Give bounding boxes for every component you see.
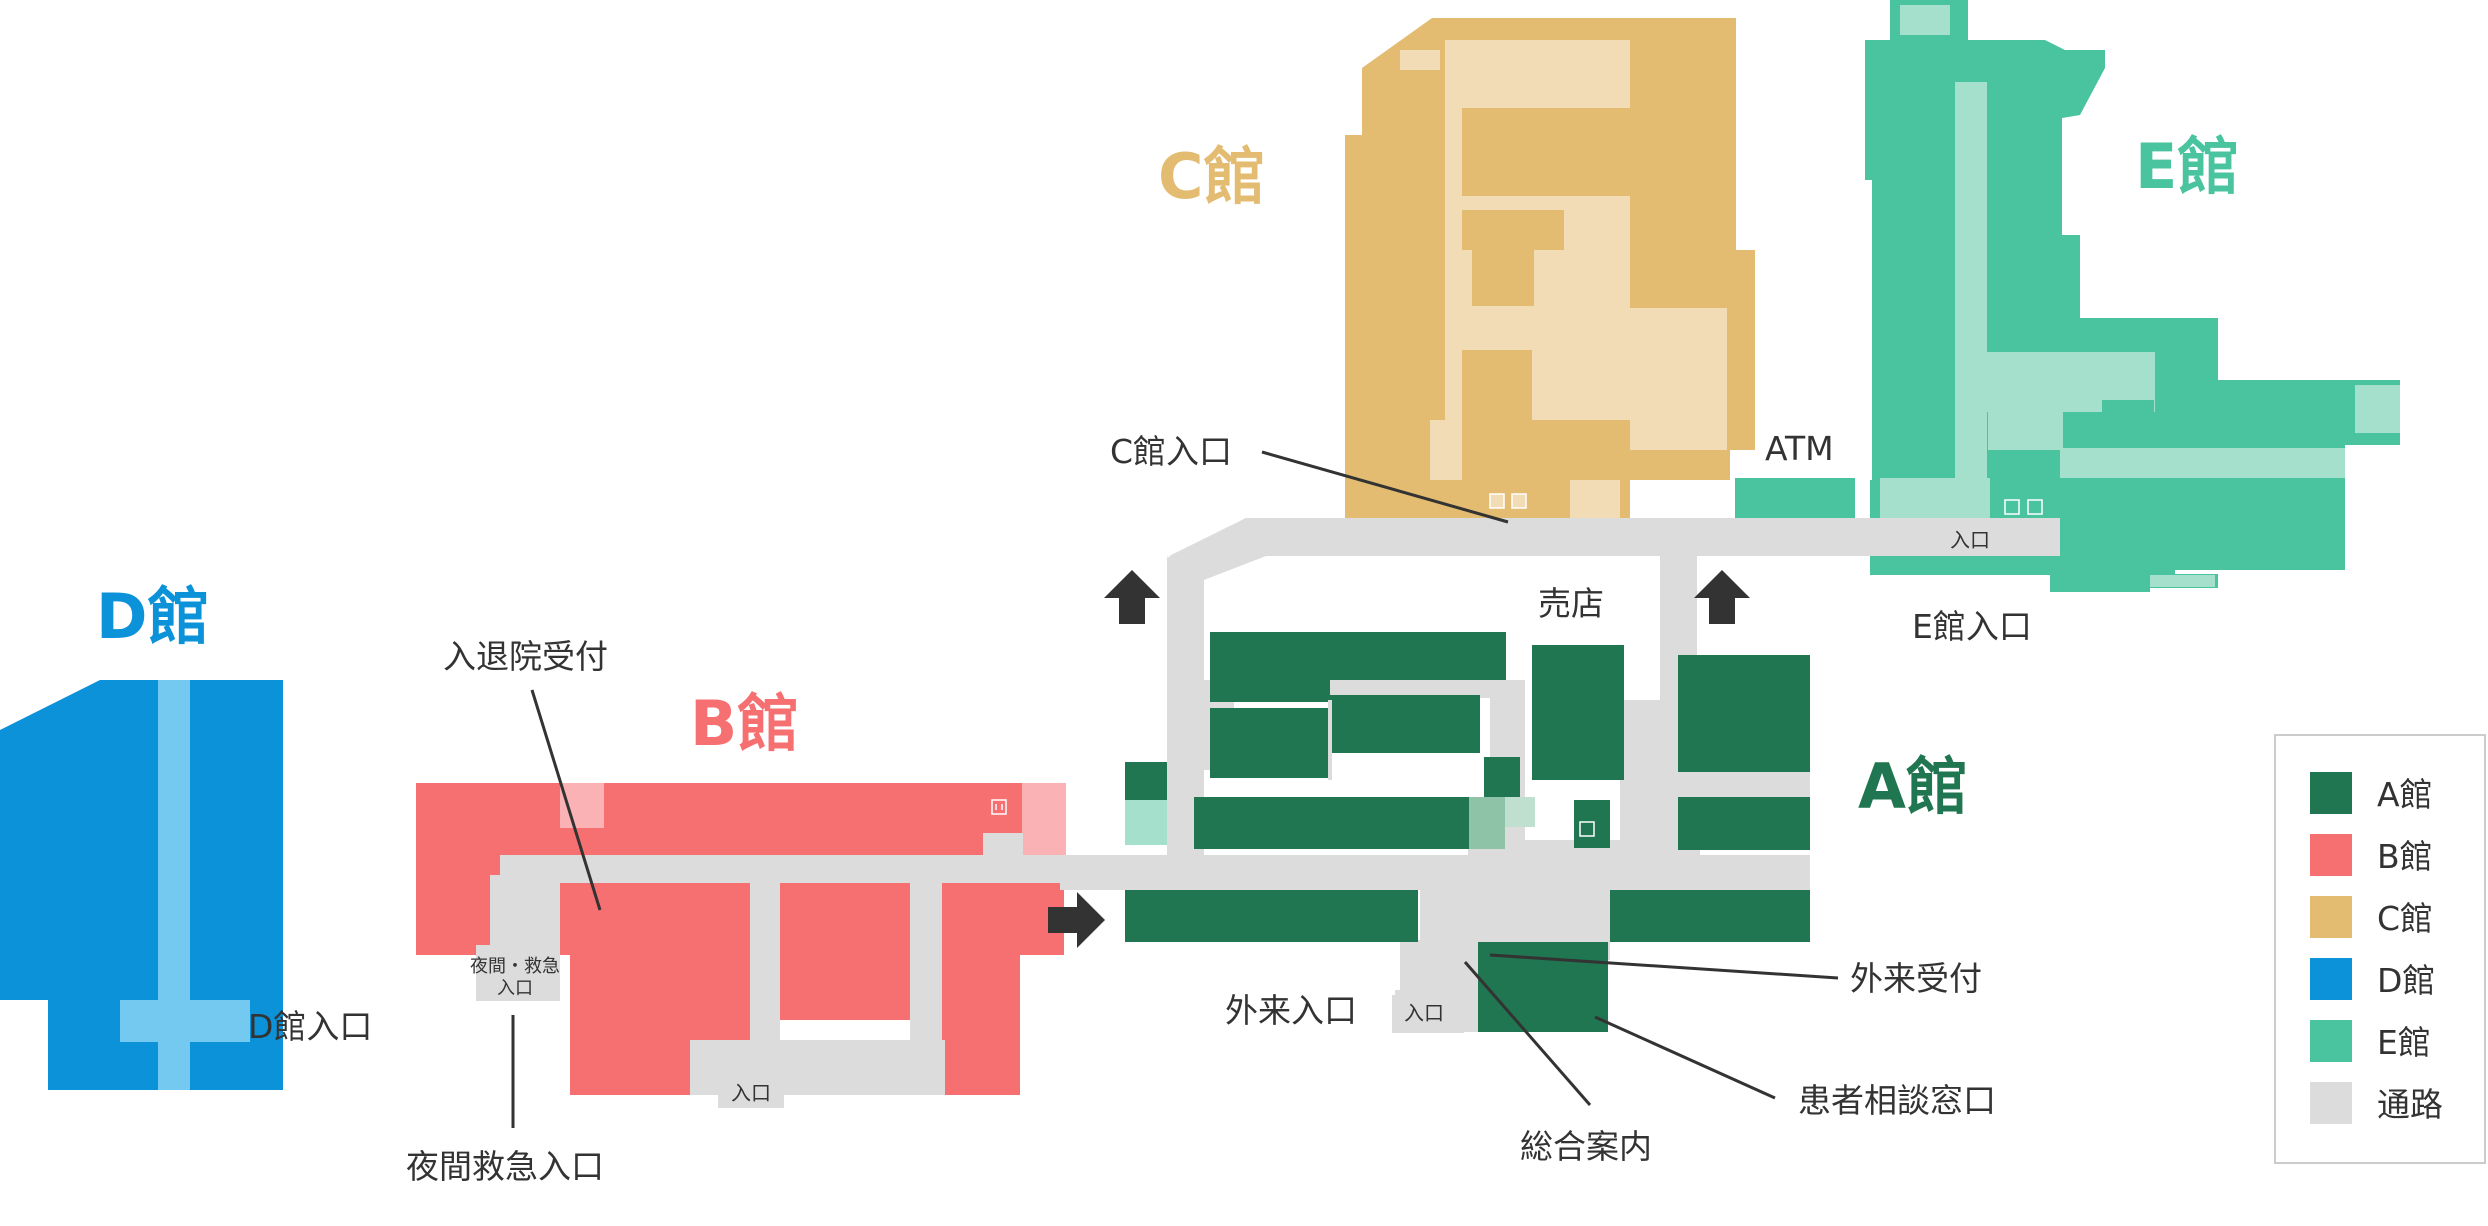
svg-text:B館: B館 (2377, 837, 2433, 876)
building-a-title: A館 (1858, 750, 1968, 823)
entrance-outpatient-small: 入口 (1404, 1001, 1444, 1025)
elevator-icon (1489, 493, 2043, 837)
building-d[interactable] (0, 680, 283, 1090)
arrow-up-icon (1694, 570, 1750, 624)
night-emergency-box-line1: 夜間・救急 (470, 956, 560, 977)
outpatient-reception-label: 外来受付 (1850, 959, 1982, 998)
stairs-icon (1125, 797, 1535, 849)
svg-text:通路: 通路 (2377, 1085, 2443, 1124)
legend-item-a: A館 (2310, 772, 2433, 814)
night-emergency-entrance-label: 夜間救急入口 (406, 1147, 604, 1186)
night-emergency-box-line2: 入口 (497, 978, 533, 999)
legend-item-e: E館 (2310, 1020, 2431, 1062)
building-b-title: B館 (690, 687, 799, 760)
elevator-icon (991, 799, 1007, 815)
building-e[interactable] (1735, 0, 2400, 595)
corridors (1060, 518, 2060, 1032)
svg-text:E館: E館 (2377, 1023, 2431, 1062)
shop-label: 売店 (1538, 584, 1604, 623)
admission-label: 入退院受付 (443, 637, 608, 676)
stairs-icon (1570, 5, 2400, 587)
legend: A館 B館 C館 D館 E館 通路 (2274, 734, 2486, 1164)
outpatient-entrance-label: 外来入口 (1225, 991, 1357, 1030)
d-entrance-label: D館入口 (248, 1007, 372, 1046)
c-entrance-label: C館入口 (1110, 432, 1232, 471)
legend-item-path: 通路 (2310, 1082, 2443, 1124)
legend-item-b: B館 (2310, 834, 2433, 876)
general-info-label: 総合案内 (1520, 1127, 1652, 1166)
entrance-b-small: 入口 (731, 1081, 771, 1105)
legend-item-c: C館 (2310, 896, 2433, 938)
building-c-title: C館 (1158, 140, 1266, 213)
building-d-title: D館 (96, 580, 209, 653)
e-entrance-label: E館入口 (1912, 607, 2032, 646)
building-b[interactable] (416, 783, 1130, 1108)
building-e-title: E館 (2135, 130, 2239, 203)
entrance-e-small: 入口 (1950, 528, 1990, 552)
atm-label: ATM (1765, 429, 1834, 468)
svg-text:C館: C館 (2377, 899, 2433, 938)
patient-consult-label: 患者相談窓口 (1798, 1081, 1996, 1120)
arrow-up-icon (1104, 570, 1160, 624)
building-c[interactable] (1345, 18, 1755, 518)
building-a[interactable] (1125, 632, 1810, 1032)
svg-text:A館: A館 (2377, 775, 2433, 814)
legend-item-d: D館 (2310, 958, 2435, 1000)
svg-text:D館: D館 (2377, 961, 2435, 1000)
leader-lines (511, 450, 1839, 1128)
arrow-right-icon (1048, 892, 1105, 948)
